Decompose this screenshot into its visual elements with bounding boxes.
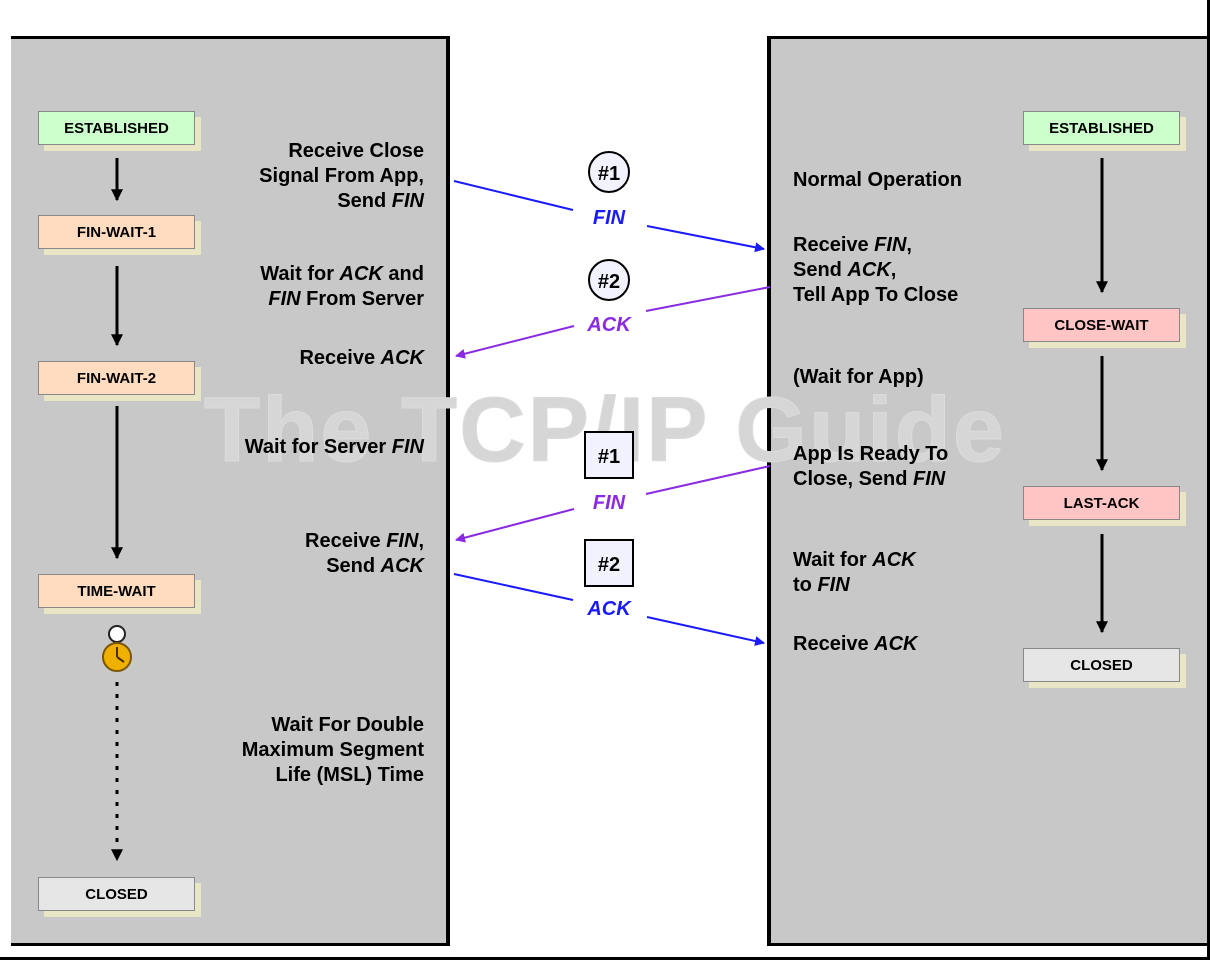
- label-line: Receive FIN,: [305, 530, 424, 552]
- server-label-app-ready: App Is Ready To Close, Send FIN: [793, 442, 948, 492]
- label-line: Close, Send FIN: [793, 468, 946, 490]
- label-line: Signal From App,: [259, 165, 424, 187]
- client-state-established: ESTABLISHED: [38, 111, 195, 145]
- client-state-fin-wait-2: FIN-WAIT-2: [38, 361, 195, 395]
- server-state-established: ESTABLISHED: [1023, 111, 1180, 145]
- label-line: (Wait for App): [793, 366, 924, 388]
- message-2-label: ACK: [586, 314, 632, 336]
- label-line: Send ACK,: [793, 259, 897, 281]
- server-label-receive-ack: Receive ACK: [793, 632, 918, 657]
- server-label-wait-ack: Wait for ACK to FIN: [793, 548, 916, 598]
- label-line: Receive ACK: [299, 347, 424, 369]
- server-state-last-ack: LAST-ACK: [1023, 486, 1180, 520]
- label-line: Maximum Segment: [241, 739, 424, 761]
- message-arrow-ack-4-a: [453, 573, 574, 601]
- message-1-label: FIN: [593, 207, 626, 229]
- message-arrow-fin-3-a: [645, 465, 771, 495]
- client-state-fin-wait-1: FIN-WAIT-1: [38, 215, 195, 249]
- client-label-wait-server-fin: Wait for Server FIN: [245, 435, 424, 460]
- label-line: Receive Close: [288, 140, 424, 162]
- message-1-marker: [588, 151, 630, 193]
- message-4-number: #2: [598, 554, 620, 576]
- message-3-label: FIN: [593, 492, 626, 514]
- label-line: Send FIN: [337, 190, 424, 212]
- message-1-number: #1: [598, 163, 620, 185]
- label-line: FIN From Server: [268, 288, 424, 310]
- message-arrow-fin-1-a: [453, 180, 574, 211]
- label-line: Life (MSL) Time: [275, 764, 424, 786]
- message-arrow-ack-2-a: [645, 286, 771, 312]
- label-line: Tell App To Close: [793, 284, 959, 306]
- message-arrow-fin-3-b: [455, 508, 575, 543]
- label-line: Wait for ACK: [793, 549, 916, 571]
- message-arrow-ack-4-b: [646, 616, 765, 646]
- message-3-number: #1: [598, 446, 620, 468]
- server-state-close-wait: CLOSE-WAIT: [1023, 308, 1180, 342]
- client-label-receive-fin: Receive FIN, Send ACK: [305, 529, 424, 579]
- message-4-marker: [584, 539, 634, 587]
- message-arrow-ack-2-b: [455, 325, 575, 359]
- label-line: Receive FIN,: [793, 234, 912, 256]
- client-state-time-wait: TIME-WAIT: [38, 574, 195, 608]
- client-state-closed: CLOSED: [38, 877, 195, 911]
- server-label-receive-fin: Receive FIN, Send ACK, Tell App To Close: [793, 233, 958, 308]
- label-line: Normal Operation: [793, 169, 962, 191]
- label-line: Wait For Double: [271, 714, 424, 736]
- label-line: Receive ACK: [793, 633, 918, 655]
- label-line: to FIN: [793, 574, 850, 596]
- message-4-label: ACK: [586, 598, 632, 620]
- message-arrow-fin-1-b: [646, 225, 765, 253]
- label-line: Send ACK: [326, 555, 424, 577]
- server-label-wait-app: (Wait for App): [793, 365, 924, 390]
- message-2-marker: [588, 259, 630, 301]
- message-3-marker: [584, 431, 634, 479]
- label-line: Wait for ACK and: [260, 263, 424, 285]
- server-state-closed: CLOSED: [1023, 648, 1180, 682]
- client-panel: [11, 36, 450, 946]
- server-label-normal-operation: Normal Operation: [793, 168, 962, 193]
- timer-icon: [102, 625, 132, 672]
- label-line: Wait for Server FIN: [244, 436, 424, 458]
- client-label-receive-ack: Receive ACK: [299, 346, 424, 371]
- message-2-number: #2: [598, 271, 620, 293]
- label-line: App Is Ready To: [793, 443, 949, 465]
